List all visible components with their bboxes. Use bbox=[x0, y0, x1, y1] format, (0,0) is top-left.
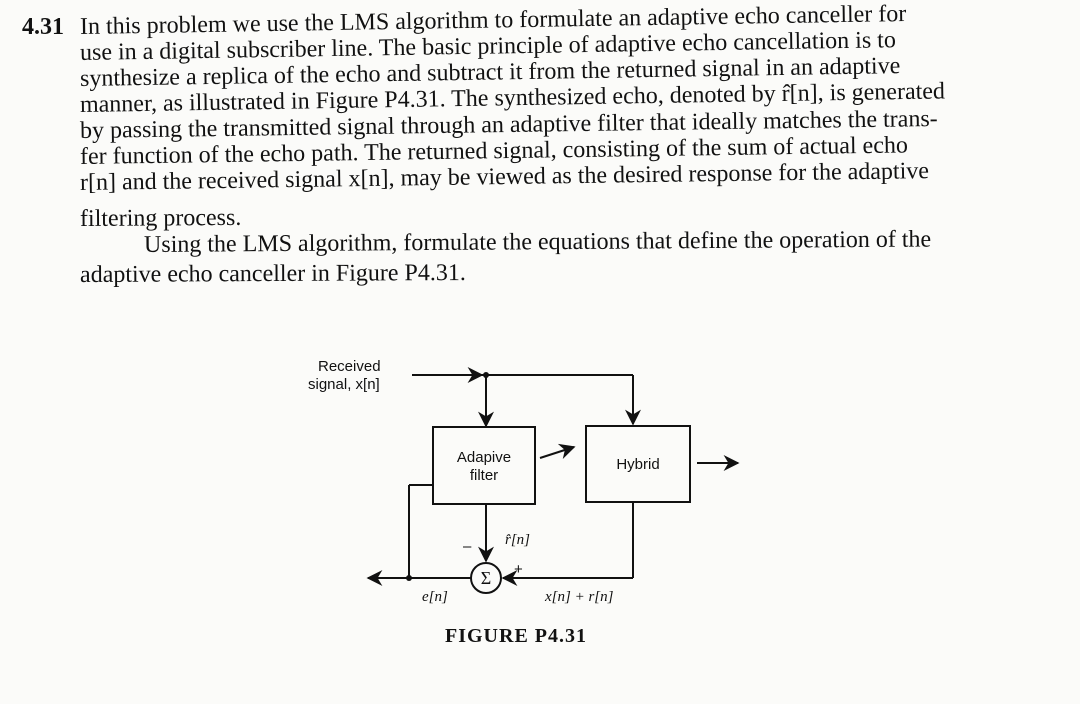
filter-to-hybrid-arrow bbox=[539, 443, 576, 460]
figure-caption: FIGURE P4.31 bbox=[445, 625, 587, 647]
sum-symbol: Σ bbox=[481, 568, 491, 588]
hybrid-label: Hybrid bbox=[616, 456, 659, 473]
plus-sign: + bbox=[514, 561, 523, 578]
input-label-line1: Received bbox=[318, 358, 381, 375]
desired-response-label: x[n] + r[n] bbox=[544, 589, 614, 605]
estimate-label: r̂[n] bbox=[505, 532, 530, 548]
minus-sign: – bbox=[463, 538, 472, 555]
error-label: e[n] bbox=[422, 589, 448, 605]
problem-number: 4.31 bbox=[22, 14, 64, 40]
adaptive-filter-block bbox=[432, 426, 536, 505]
adaptive-filter-label-line2: filter bbox=[470, 467, 498, 484]
input-label-line2: signal, x[n] bbox=[308, 376, 380, 393]
hybrid-block bbox=[585, 425, 691, 503]
adaptive-filter-label-line1: Adapive bbox=[457, 449, 511, 466]
